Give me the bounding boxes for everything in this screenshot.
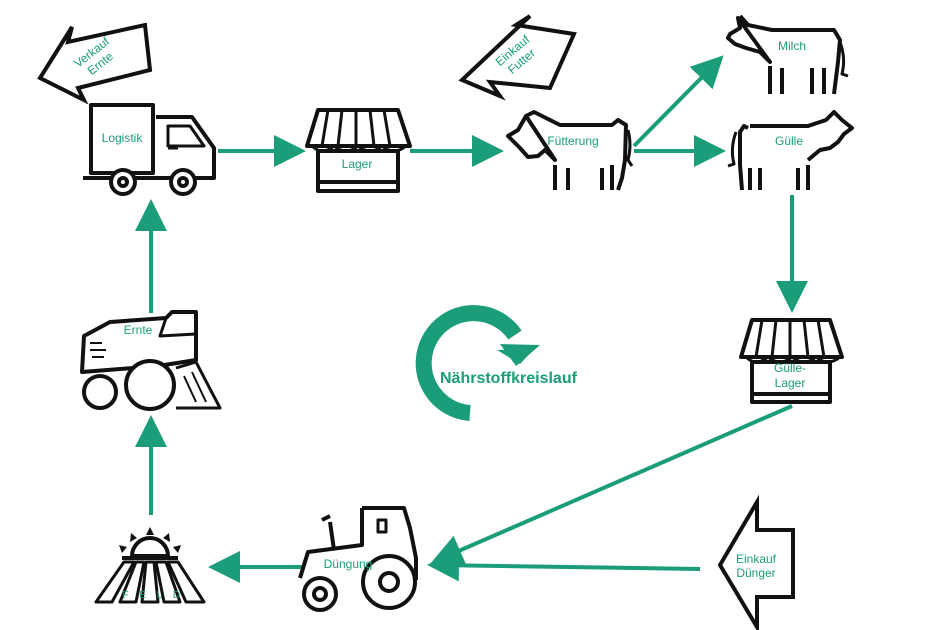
node-label-guellelager-line2: Lager <box>774 376 806 390</box>
diagram-title: Nährstoffkreislauf <box>440 370 577 387</box>
verkauf-ernte-arrow-icon <box>37 22 153 105</box>
store-lager-icon <box>305 108 412 193</box>
node-label-guellelager-line1: Gülle- <box>773 361 807 375</box>
node-label-fuetterung: Fütterung <box>547 134 599 148</box>
label-duenger: Dünger <box>736 566 776 580</box>
node-label-milch: Milch <box>777 39 807 53</box>
label-einkauf: Einkauf <box>735 552 777 566</box>
node-label-ernte: Ernte <box>123 323 153 337</box>
feld-letter: F <box>122 590 129 601</box>
tractor-icon <box>298 506 418 612</box>
cycle-icon <box>415 305 540 421</box>
store-guellelager-icon <box>739 318 844 404</box>
node-label-lager: Lager <box>341 157 373 171</box>
label-einkauf-duenger: Einkauf Dünger <box>736 552 776 580</box>
einkauf-futter-arrow-icon <box>458 14 577 101</box>
field-icon <box>94 527 206 604</box>
feld-letter: D <box>172 590 181 601</box>
cow-milch-icon <box>726 14 849 95</box>
node-label-logistik: Logistik <box>101 131 143 145</box>
feld-letter: E <box>139 590 146 601</box>
cow-fuetterung-icon <box>506 110 634 191</box>
arrow-einkauf-duenger-to-duengung <box>427 549 701 582</box>
node-label-guelle: Gülle <box>774 134 804 148</box>
einkauf-duenger-arrow-icon <box>717 494 795 630</box>
truck-icon <box>83 103 216 196</box>
arrow-fuetterung-to-milch <box>632 55 724 148</box>
node-label-duengung: Düngung <box>323 557 373 571</box>
harvester-icon <box>80 310 222 411</box>
cow-guelle-icon <box>727 110 854 191</box>
arrow-guellelager-to-duengung <box>430 404 793 566</box>
feld-letter: L <box>156 590 163 601</box>
